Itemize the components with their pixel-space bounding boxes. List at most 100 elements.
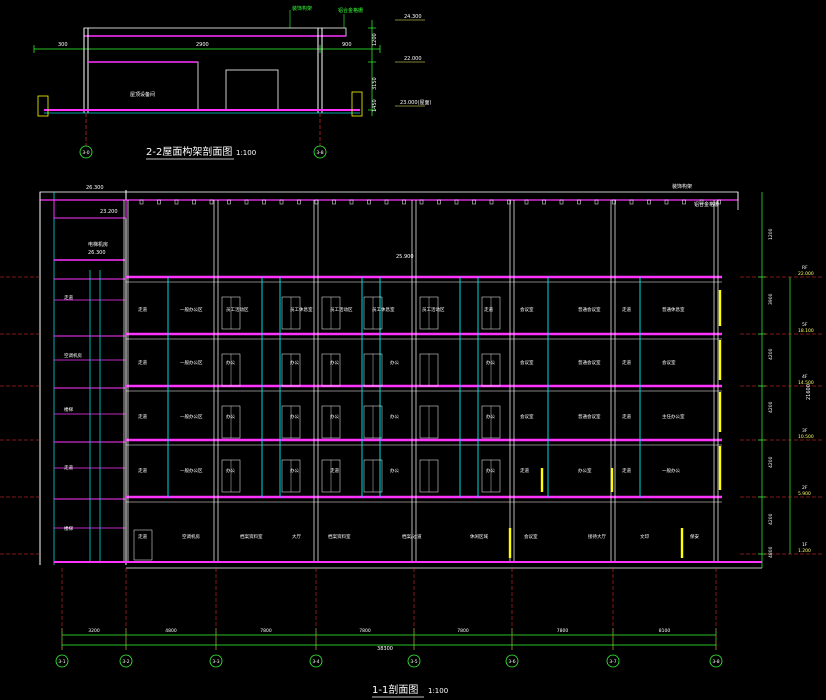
room-label: 会议室 [524,533,538,540]
room-label: 走道 [330,467,339,474]
room-label: 一般办公区 [180,359,203,366]
axis-bubble [119,654,133,668]
roof-tick [647,199,651,205]
roof-tick [472,199,476,205]
roof-tick [209,199,214,205]
axis-bubble [55,654,69,668]
room-label: 员工活动区 [330,306,353,313]
roof-tick [227,199,231,205]
room-label: 办公 [226,359,235,366]
room-label: 档案资料室 [328,533,351,540]
roof-tick [297,199,301,205]
bay-dim: 8100 [659,628,671,634]
room-label: 普通会议室 [578,413,601,420]
room-label: 办公 [390,467,399,474]
floor-level-label: 1F [802,542,808,548]
axis-bubble [407,654,421,668]
room-label: 走道 [622,413,631,420]
story-dim: 4200 [768,348,774,360]
roof-frame-section: 300 2900 900 屋顶设备间 1200 3150 1450 24.3 [33,5,431,160]
story-dim: 1200 [768,228,774,240]
top-note-1: 装饰构架 [292,5,312,12]
room-label: 走道 [622,467,631,474]
roof-tick [454,199,459,205]
room-label: 会议室 [662,359,676,366]
room-label: 走道 [520,467,529,474]
bay-dim: 7800 [457,628,469,634]
stair-room-label: 走道 [64,294,73,301]
axis-label: 3-4 [312,659,319,665]
top-parapet-left [37,95,49,117]
story-dim: 4200 [768,513,774,525]
room-label: 会议室 [520,359,534,366]
room-label: 员工休息室 [290,306,313,313]
stair-label: 电梯机房 [88,241,108,248]
bay-dim: 3200 [88,628,100,634]
roof-tick [402,199,406,205]
roof-tick [507,199,511,205]
room-label: 办公 [486,467,495,474]
room-label: 办公 [390,413,399,420]
room-label: 走道 [138,467,147,474]
top-rdim-2: 3150 [372,77,378,90]
room-label: 员工休息室 [372,306,395,313]
roof-tick [157,199,161,205]
roof-tick [367,199,371,205]
axis-label: 3-5 [410,659,417,665]
floor-level-label: 3F [802,428,808,434]
right-levels: 1F1.2002F5.9003F10.5004F14.5005F18.100RF… [0,192,822,568]
roof-tick [699,199,704,205]
roof-frame-ticks [139,199,721,205]
room-label: 空调机房 [182,533,200,540]
roof-note-1: 装饰构架 [672,183,692,190]
story-dim: 4200 [768,401,774,413]
story-dim: 4200 [768,456,774,468]
room-label: 档案/过道 [402,533,422,540]
room-label: 办公 [290,413,299,420]
roof-tick [349,199,354,205]
stair-room-label: 楼梯 [64,406,73,413]
roof-tick [489,199,494,205]
room-label: 文印 [640,533,649,540]
room-label: 一般办公 [662,467,680,474]
room-label: 一般办公区 [180,413,203,420]
axis-label: 3-3 [212,659,219,665]
room-label: 休闲区域 [470,533,488,540]
roof-label-3: 25.900 [396,254,414,260]
roof-tick [174,199,179,205]
room-label: 会议室 [520,413,534,420]
bay-dim: 4800 [165,628,177,634]
room-label: 办公 [290,359,299,366]
room-label: 走道 [138,533,147,540]
axis-bubble [606,654,620,668]
axis-bubble [709,654,723,668]
top-axis-right: 3-8 [316,150,323,156]
axis-bubble [309,654,323,668]
room-label: 一般办公区 [180,467,203,474]
room-label: 员工活动区 [422,306,445,313]
doors [133,296,501,561]
top-rdim-3: 1450 [372,99,378,112]
roof-tick [262,199,266,205]
room-label: 走道 [622,306,631,313]
elevation-label: 18.100 [798,328,814,334]
top-dim-2: 2900 [196,42,209,48]
main-section: 走道一般办公区员工活动区员工休息室员工活动区员工休息室员工活动区走道会议室普通会… [0,183,822,698]
roof-tick [332,199,336,205]
room-label: 普通会议室 [578,359,601,366]
roof-label-2: 23.200 [100,209,118,215]
room-label: 一般办公区 [180,306,203,313]
roof-note-2: 铝合金格栅 [694,201,719,208]
elevation-label: 1.200 [798,548,811,554]
roof-tick [559,199,564,205]
elevation-label: 5.900 [798,491,811,497]
room-label: 办公室 [578,467,592,474]
top-dim-3: 900 [342,42,352,48]
room-label: 普通休息室 [662,306,685,313]
floor-level-label: 5F [802,322,808,328]
axis-label: 3-1 [58,659,65,665]
room-label: 普通会议室 [578,306,601,313]
room-label: 办公 [486,359,495,366]
